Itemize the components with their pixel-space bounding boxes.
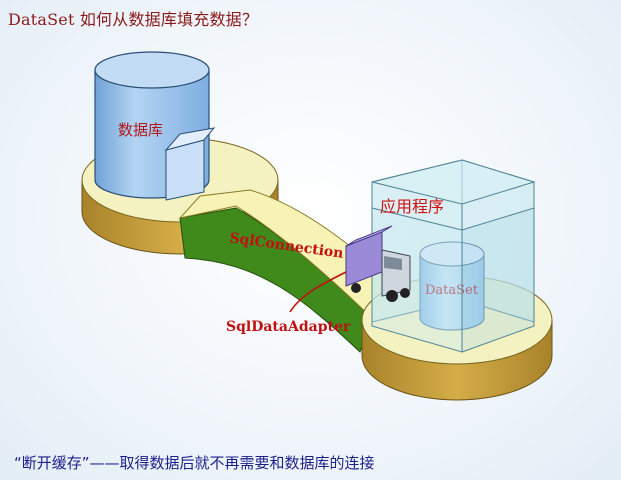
slide-caption: “断开缓存”——取得数据后就不再需要和数据库的连接 bbox=[14, 454, 375, 472]
sql-data-adapter-label: SqlDataAdapter bbox=[226, 319, 351, 335]
database-cylinder bbox=[94, 51, 216, 201]
application-label: 应用程序 bbox=[380, 197, 444, 216]
dataset-label: DataSet bbox=[425, 283, 479, 298]
database-label: 数据库 bbox=[118, 121, 163, 139]
application-box-front bbox=[371, 159, 536, 353]
dataset-cylinder bbox=[419, 241, 485, 331]
adapter-pointer-line bbox=[289, 271, 347, 313]
data-truck bbox=[345, 225, 411, 302]
slide-title: DataSet 如何从数据库填充数据？ bbox=[8, 10, 259, 29]
